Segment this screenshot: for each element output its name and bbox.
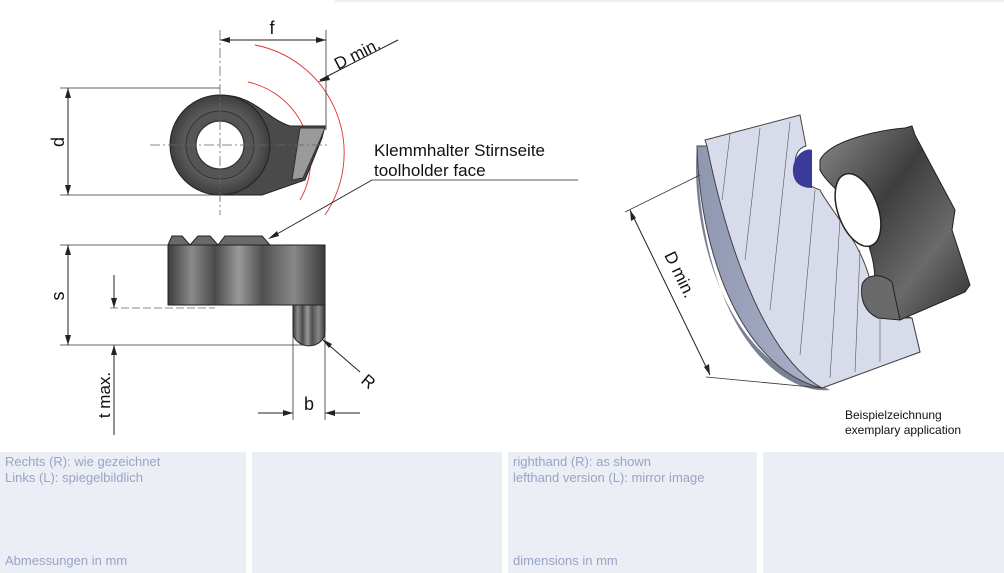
- label-tmax: t max.: [95, 372, 114, 418]
- callout-line2: toolholder face: [374, 161, 486, 180]
- technical-drawing: f D min. d Klemmhalter Stirnseite toolho…: [48, 18, 971, 437]
- panel-en-footer: dimensions in mm: [513, 553, 618, 568]
- panel-de-line1: Rechts (R): wie gezeichnet: [5, 454, 161, 469]
- iso-caption: Beispielzeichnung exemplary application: [845, 408, 961, 437]
- callout: Klemmhalter Stirnseite toolholder face: [268, 141, 578, 239]
- top-view-insert: [150, 30, 345, 216]
- label-dmin-top: D min.: [331, 34, 383, 73]
- panel-en: righthand (R): as shown lefthand version…: [508, 452, 757, 573]
- label-s: s: [48, 292, 68, 301]
- panel-de-line2: Links (L): spiegelbildlich: [5, 470, 144, 485]
- panel-de: Rechts (R): wie gezeichnet Links (L): sp…: [0, 452, 246, 573]
- isometric-view: D min.: [624, 114, 971, 391]
- caption-line1: Beispielzeichnung: [845, 408, 942, 422]
- label-d: d: [48, 137, 68, 147]
- panel-de-text: Rechts (R): wie gezeichnet Links (L): sp…: [5, 454, 160, 486]
- caption-line2: exemplary application: [845, 423, 961, 437]
- panel-de-footer: Abmessungen in mm: [5, 553, 128, 568]
- callout-line1: Klemmhalter Stirnseite: [374, 141, 545, 160]
- panel-en-blank: [763, 452, 1004, 573]
- label-f: f: [269, 18, 275, 38]
- dimension-R: R: [322, 339, 379, 393]
- dimension-f: f: [220, 18, 326, 43]
- panel-de-blank: [252, 452, 502, 573]
- label-R: R: [357, 371, 379, 393]
- dimension-dmin-top: D min.: [318, 34, 399, 82]
- panel-en-line2: lefthand version (L): mirror image: [513, 470, 705, 485]
- panel-en-text: righthand (R): as shown lefthand version…: [513, 454, 704, 486]
- dimension-b: b: [258, 332, 360, 420]
- top-border: [335, 0, 1004, 2]
- side-view-insert: [110, 235, 326, 347]
- dimension-d: d: [48, 87, 222, 196]
- dimension-tmax: t max.: [95, 275, 117, 435]
- label-b: b: [304, 394, 314, 414]
- dimension-s: s: [48, 244, 305, 346]
- panel-en-line1: righthand (R): as shown: [513, 454, 652, 469]
- label-dmin-iso: D min.: [660, 248, 699, 300]
